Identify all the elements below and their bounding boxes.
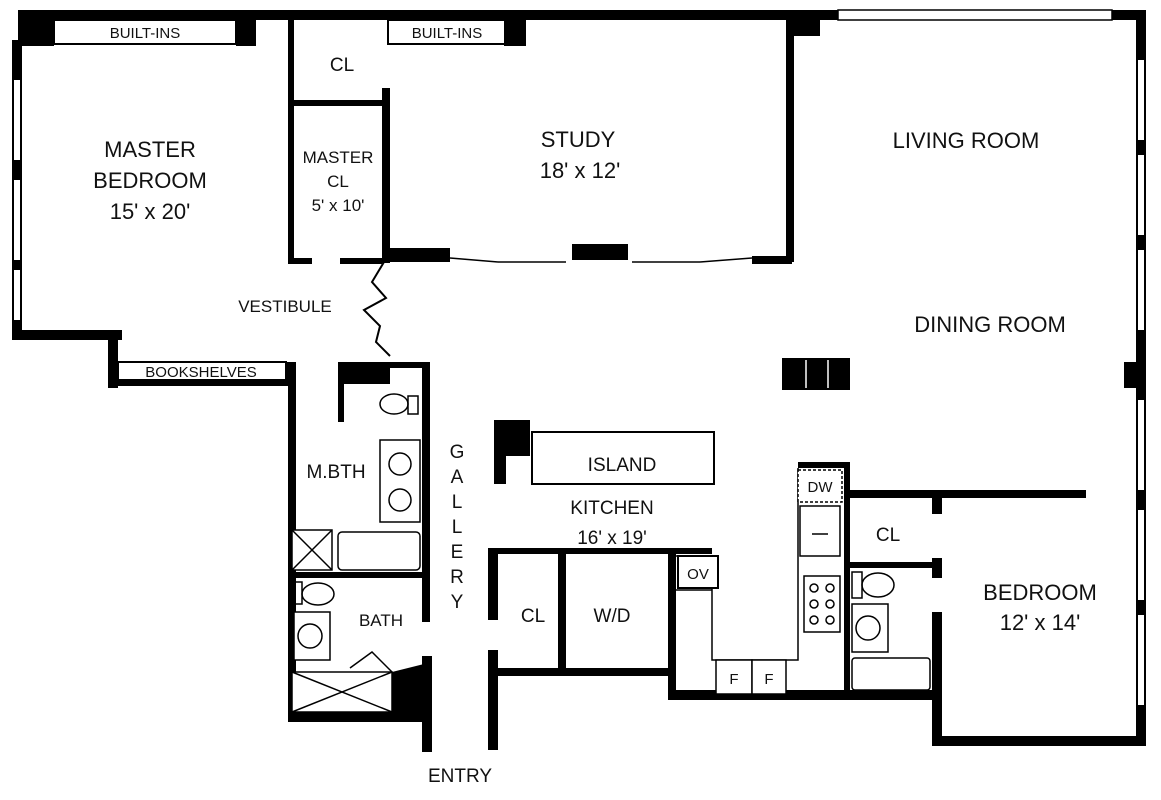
bedroom-label: BEDROOM 12' x 14' bbox=[983, 580, 1097, 635]
gallery-letter: A bbox=[451, 467, 464, 488]
master-bedroom-name-1: MASTER bbox=[104, 137, 196, 162]
bedroom-bath-fixtures bbox=[851, 571, 931, 691]
oven-label: OV bbox=[687, 566, 709, 583]
kitchen-closet-label: CL bbox=[521, 606, 545, 627]
bedroom-closet-label: CL bbox=[876, 525, 900, 546]
gallery-letter: L bbox=[452, 492, 463, 513]
master-bath-label: M.BTH bbox=[306, 462, 365, 483]
fridge-right-label: F bbox=[764, 671, 773, 688]
gallery-letter: L bbox=[452, 517, 463, 538]
kitchen-label: KITCHEN 16' x 19' bbox=[570, 498, 653, 549]
interior-walls bbox=[288, 18, 1138, 702]
master-bath-fixtures bbox=[291, 393, 421, 571]
gallery-label: G A L L E R Y bbox=[450, 442, 465, 613]
master-closet-name-1: MASTER bbox=[303, 148, 374, 167]
gallery-letter: Y bbox=[451, 592, 464, 613]
exterior-walls bbox=[12, 10, 1146, 752]
sink-icon bbox=[851, 603, 889, 653]
bedroom-name: BEDROOM bbox=[983, 580, 1097, 605]
dining-room-label: DINING ROOM bbox=[914, 312, 1066, 337]
vestibule-label: VESTIBULE bbox=[238, 297, 332, 316]
toilet-icon bbox=[301, 582, 335, 606]
laundry-label: W/D bbox=[594, 606, 631, 627]
kitchen-size: 16' x 19' bbox=[577, 528, 647, 549]
bathtub-icon bbox=[851, 657, 931, 691]
bookshelves-label: BOOKSHELVES bbox=[145, 364, 256, 381]
kitchen-island: ISLAND bbox=[531, 431, 715, 485]
entry-label: ENTRY bbox=[428, 766, 492, 787]
master-closet-name-2: CL bbox=[327, 172, 349, 191]
closet-top-label: CL bbox=[330, 55, 354, 76]
master-bedroom-size: 15' x 20' bbox=[110, 199, 191, 224]
kitchen-sink bbox=[799, 505, 841, 557]
windows bbox=[14, 9, 1144, 705]
master-closet-label: MASTER CL 5' x 10' bbox=[303, 148, 374, 215]
bath-fixtures bbox=[291, 581, 424, 713]
fridge-left-label: F bbox=[729, 671, 738, 688]
gallery-letter: G bbox=[450, 442, 465, 463]
toilet-icon bbox=[379, 393, 409, 415]
gallery-letter: E bbox=[451, 542, 464, 563]
bedroom-size: 12' x 14' bbox=[1000, 610, 1081, 635]
study-size: 18' x 12' bbox=[540, 158, 621, 183]
living-room-label: LIVING ROOM bbox=[893, 128, 1040, 153]
island-label: ISLAND bbox=[588, 455, 657, 476]
sink-icon bbox=[293, 611, 331, 661]
kitchen-name: KITCHEN bbox=[570, 498, 653, 519]
built-ins-left-label: BUILT-INS bbox=[110, 25, 181, 42]
bookshelves: BOOKSHELVES bbox=[117, 361, 296, 381]
master-closet-size: 5' x 10' bbox=[312, 196, 365, 215]
built-ins-right: BUILT-INS bbox=[387, 18, 526, 46]
dishwasher-label: DW bbox=[808, 479, 834, 496]
toilet-icon bbox=[861, 572, 895, 598]
master-bedroom-label: MASTER BEDROOM 15' x 20' bbox=[93, 137, 207, 224]
study-name: STUDY bbox=[541, 127, 616, 152]
gallery-letter: R bbox=[450, 567, 464, 588]
study-label: STUDY 18' x 12' bbox=[540, 127, 621, 183]
master-bedroom-name-2: BEDROOM bbox=[93, 168, 207, 193]
bathtub-icon bbox=[337, 531, 421, 571]
bath-label: BATH bbox=[359, 611, 403, 630]
built-ins-left: BUILT-INS bbox=[28, 18, 256, 46]
kitchen-counters: OV DW F F bbox=[676, 468, 843, 695]
built-ins-right-label: BUILT-INS bbox=[412, 25, 483, 42]
